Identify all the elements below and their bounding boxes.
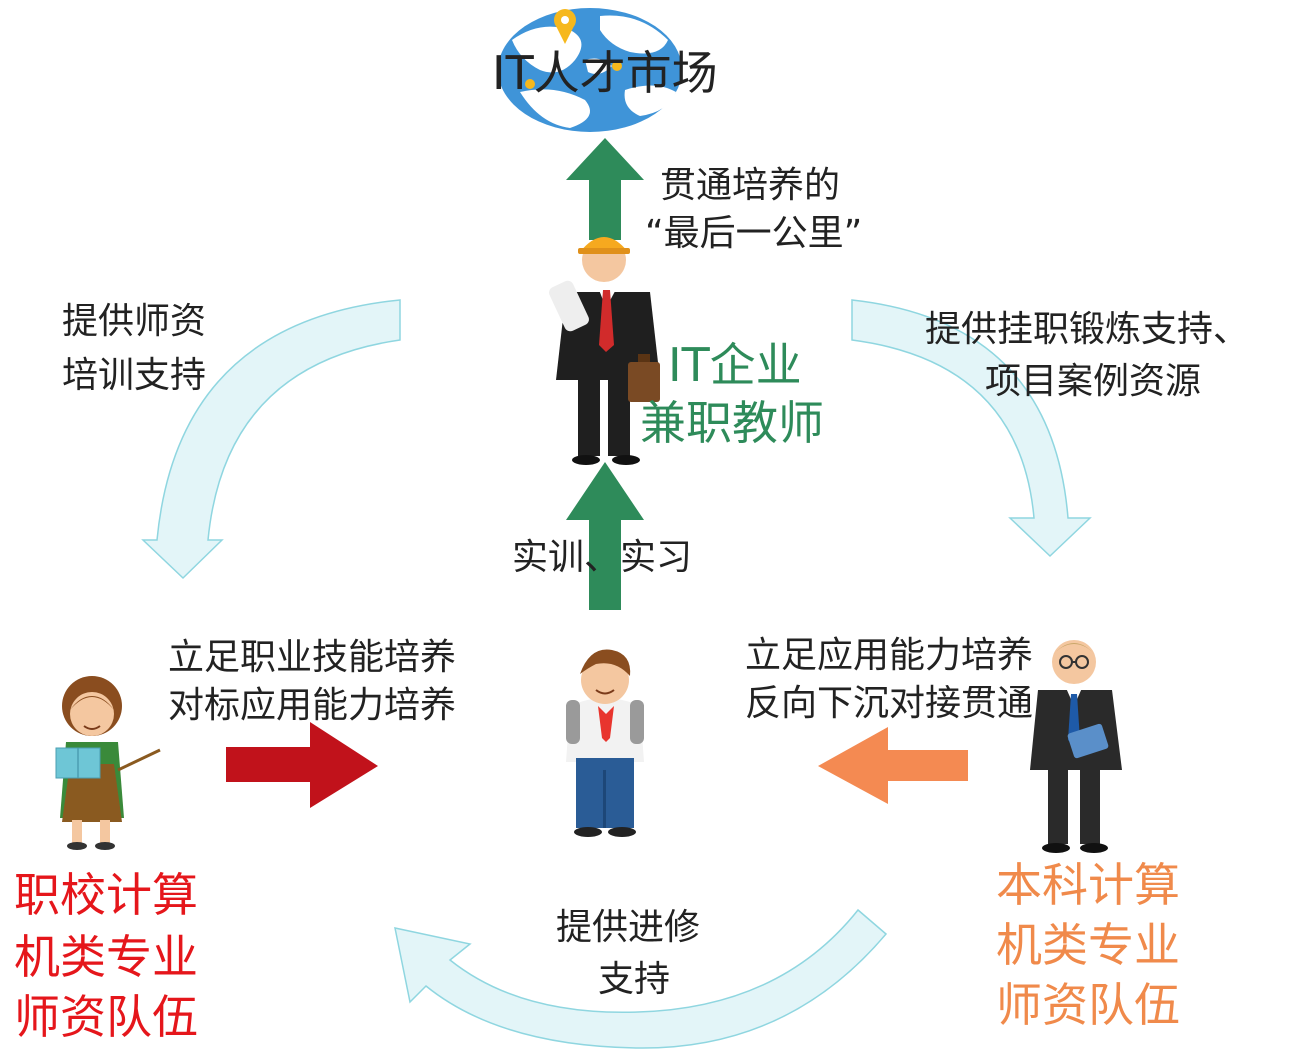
last-mile-label-line1: 贯通培养的 (660, 165, 841, 206)
curved-arrow-bottom (394, 908, 888, 1049)
undergrad-focus-label-line1: 立足应用能力培养 (745, 635, 1034, 676)
undergrad-focus-label-line2: 反向下沉对接贯通 (745, 683, 1034, 724)
up-arrow-top (566, 138, 644, 240)
vocational-team-label-line1: 职校计算 (14, 868, 198, 922)
undergrad-team-label-line3: 师资队伍 (996, 978, 1180, 1032)
left-arrow-orange (818, 727, 968, 804)
curved-arrow-left (141, 299, 401, 580)
enterprise-label-line2: 兼职教师 (640, 396, 824, 450)
enterprise-label-line1: IT企业 (668, 338, 802, 392)
teacher-training-label-line2: 培训支持 (62, 355, 207, 396)
student-icon (566, 649, 644, 837)
attachment-label-line2: 项目案例资源 (985, 361, 1202, 402)
last-mile-label-line2: “最后一公里” (645, 213, 863, 254)
businessman-icon (549, 237, 660, 465)
up-arrow-middle (566, 462, 644, 610)
teacher-training-label-line1: 提供师资 (62, 301, 207, 342)
right-arrow-red (226, 722, 378, 808)
training-internship-label: 实训、实习 (512, 537, 693, 578)
undergrad-team-label-line2: 机类专业 (996, 918, 1180, 972)
it-talent-market-label: IT人才市场 (492, 46, 718, 100)
vocational-team-label-line3: 师资队伍 (14, 990, 198, 1044)
further-study-label-line2: 支持 (598, 959, 671, 1000)
professor-icon (1030, 640, 1122, 853)
vocational-focus-label-line1: 立足职业技能培养 (168, 637, 457, 678)
further-study-label-line1: 提供进修 (556, 907, 701, 948)
vocational-focus-label-line2: 对标应用能力培养 (168, 685, 457, 726)
curved-arrow-right (851, 299, 1092, 558)
undergrad-team-label-line1: 本科计算 (996, 858, 1180, 912)
vocational-team-label-line2: 机类专业 (14, 930, 198, 984)
globe-icon (498, 8, 682, 132)
attachment-label-line1: 提供挂职锻炼支持、 (925, 309, 1250, 350)
teacher-icon (55, 676, 161, 850)
